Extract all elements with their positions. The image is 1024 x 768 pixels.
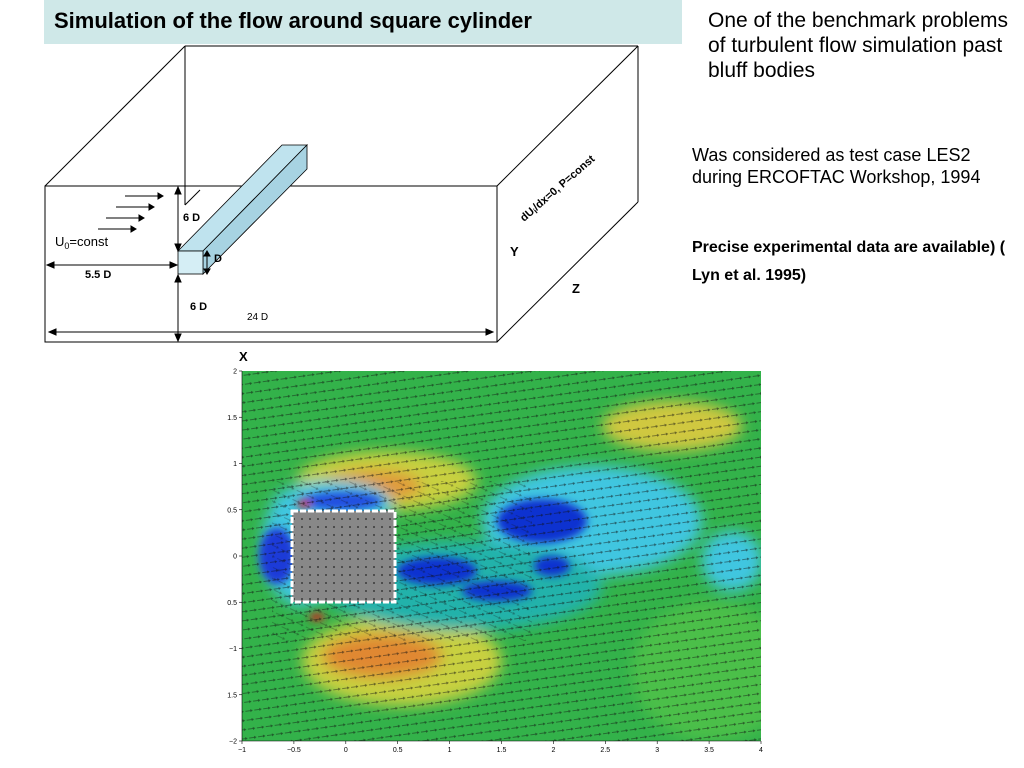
label-inflow: U0=const [55,234,108,251]
slide-title: Simulation of the flow around square cyl… [54,8,532,33]
cylinder-top [177,144,308,252]
domain-diagram: 6 D 6 D D 5.5 D Y Z X 24 D U0=const dUi/… [44,45,639,364]
bullet-experimental-data: Precise experimental data are available)… [692,239,1006,284]
x-tick-label: 3 [655,747,659,754]
label-axis-x: X [239,349,248,364]
bullet-benchmark: One of the benchmark problems of turbule… [708,9,1008,82]
label-upstream: 5.5 D [85,269,111,281]
y-tick-label: 2 [233,369,237,376]
x-tick-label: 3.5 [704,747,714,754]
bullet-test-case: Was considered as test case LES2 during … [692,145,981,187]
y-tick-label: 1.5 [227,692,237,699]
x-tick-label: −1 [238,747,246,754]
y-tick-label: 0.5 [227,507,237,514]
label-height-bottom: 6 D [190,301,207,313]
x-tick-label: 1 [448,747,452,754]
box-hidden-edge [184,189,201,206]
x-tick-label: 2.5 [600,747,610,754]
box-edge [496,45,639,187]
cylinder-grid [294,513,393,600]
box-front-face [44,185,498,343]
y-tick-label: 0 [233,554,237,561]
x-tick-label: 1.5 [497,747,507,754]
x-tick-label: 4 [759,747,763,754]
y-tick-label: −2 [229,739,237,746]
x-tick-label: 2 [551,747,555,754]
box-edge [496,201,639,343]
y-tick-label: −1 [229,646,237,653]
x-tick-label: −0.5 [287,747,301,754]
flow-field-svg [242,371,761,741]
y-tick-label: 1 [233,461,237,468]
x-tick-label: 0 [344,747,348,754]
label-length: 24 D [247,312,268,323]
label-height-top: 6 D [183,212,200,224]
label-axis-y: Y [510,244,519,259]
flow-field-plot [242,371,761,741]
label-axis-z: Z [572,281,580,296]
x-tick-label: 0.5 [393,747,403,754]
label-cylinder-size: D [214,253,222,265]
title-bar: Simulation of the flow around square cyl… [44,0,682,44]
plot-axes: −1 −0.5 0 0.5 1 1.5 2 2.5 3 3.5 4 2 1.5 1 0.5 0 0.5 −1 1.… [227,369,763,755]
y-tick-label: 0.5 [227,600,237,607]
label-outlet-condition: dUi/dx=0, P=const [518,153,598,225]
box-edge [44,45,186,187]
y-tick-label: 1.5 [227,415,237,422]
cylinder-front [177,250,204,275]
